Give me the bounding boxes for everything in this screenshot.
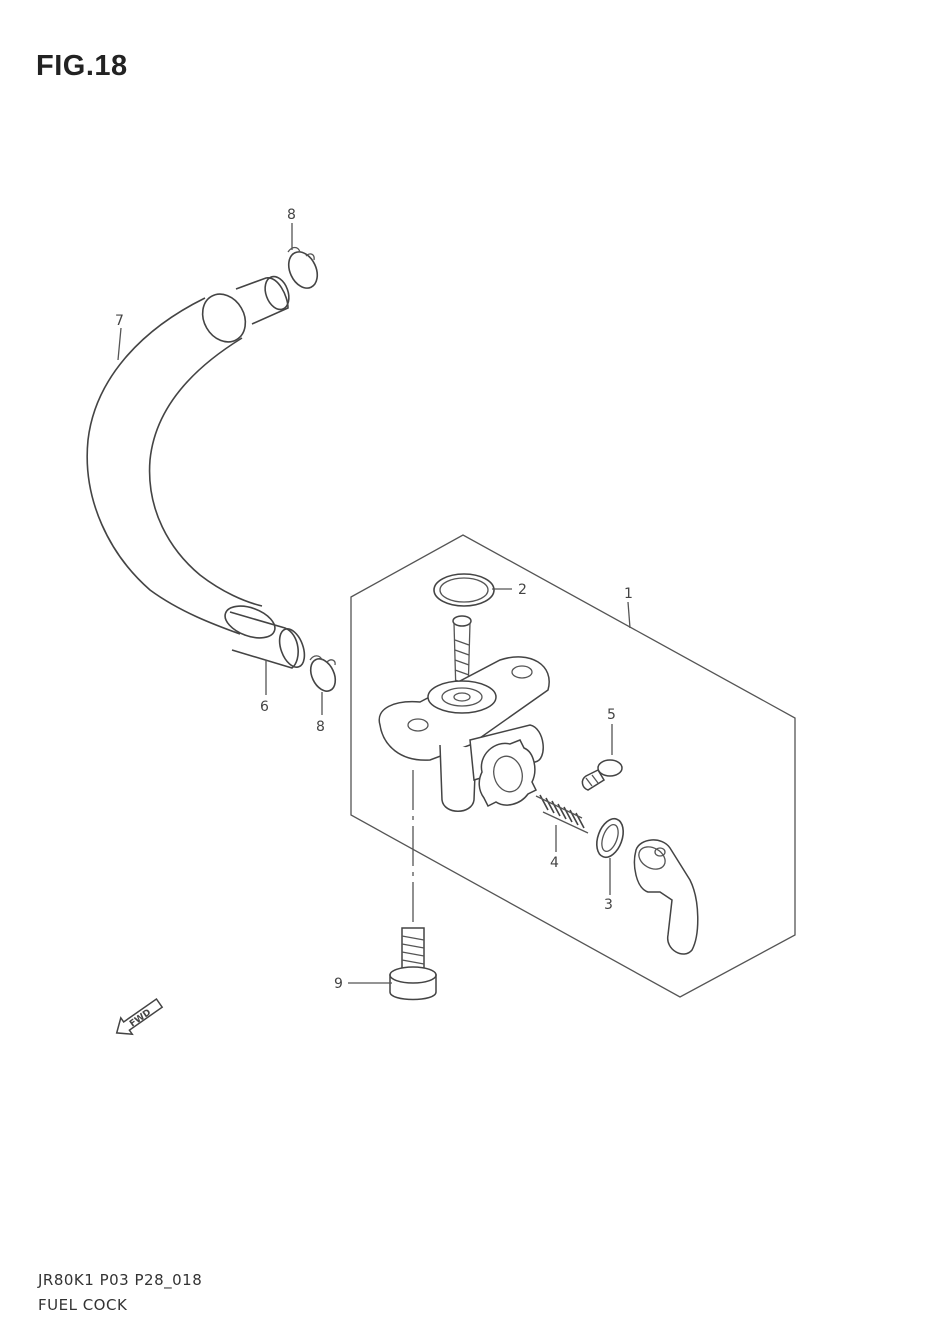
callout-3: 3 xyxy=(604,897,613,913)
callout-2: 2 xyxy=(518,582,527,598)
callout-9: 9 xyxy=(334,976,343,992)
callout-8-top: 8 xyxy=(287,207,296,223)
figure-name: FUEL COCK xyxy=(38,1296,128,1314)
fuel-cock-body[interactable] xyxy=(378,656,550,812)
assembly-box-1 xyxy=(350,534,796,998)
part-7-fuel-hose[interactable] xyxy=(86,286,279,644)
figure-code: JR80K1 P03 P28_018 xyxy=(38,1271,203,1289)
part-3-gasket[interactable] xyxy=(592,815,628,861)
part-2-o-ring[interactable] xyxy=(433,573,495,607)
callout-5: 5 xyxy=(607,707,616,723)
callout-1: 1 xyxy=(624,586,633,602)
part-8-clip-bottom[interactable] xyxy=(306,655,340,695)
part-5-screw[interactable] xyxy=(581,759,623,791)
figure-title: FIG.18 xyxy=(36,50,128,82)
callout-8-bottom: 8 xyxy=(316,719,325,735)
part-9-bolt[interactable] xyxy=(389,770,437,1001)
callout-7: 7 xyxy=(115,313,124,329)
callout-6: 6 xyxy=(260,699,269,715)
part-8-clip-top[interactable] xyxy=(283,246,323,292)
callout-4: 4 xyxy=(550,855,559,871)
fuel-cock-lever[interactable] xyxy=(633,839,699,955)
part-6-hose-joint[interactable] xyxy=(229,273,309,670)
forward-arrow-icon: FWD xyxy=(115,997,164,1036)
part-4-spring[interactable] xyxy=(535,794,589,834)
leader-lines xyxy=(117,223,631,984)
